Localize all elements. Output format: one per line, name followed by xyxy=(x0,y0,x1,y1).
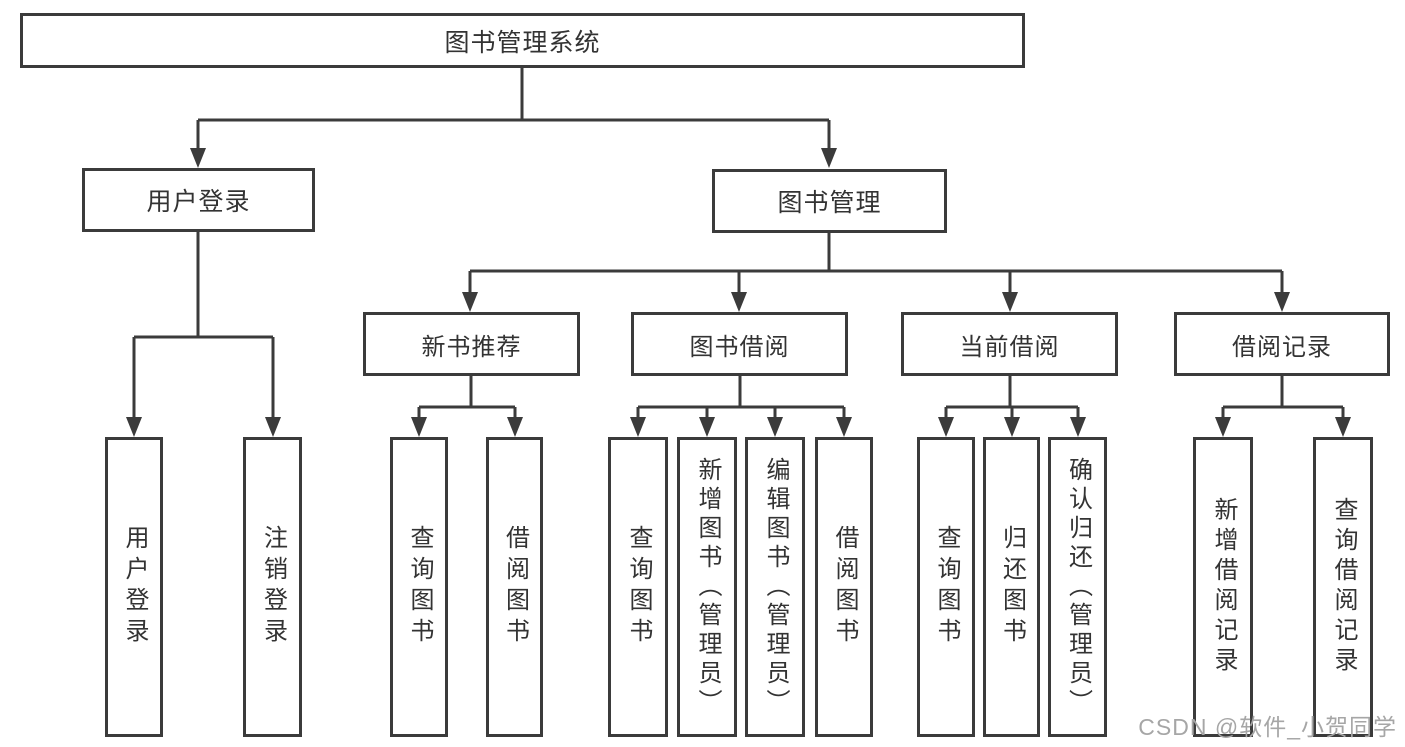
leaf-query-borrow-record: 查询借阅记录 xyxy=(1313,437,1373,737)
csdn-watermark: CSDN @软件_小贺同学 xyxy=(1138,714,1397,740)
leaf-confirm-return-admin: 确认归还（管理员） xyxy=(1048,437,1107,737)
leaf-borrow-books-recommend: 借阅图书 xyxy=(486,437,543,737)
node-book-management: 图书管理 xyxy=(712,169,947,233)
leaf-query-books-recommend: 查询图书 xyxy=(390,437,448,737)
leaf-return-books: 归还图书 xyxy=(983,437,1040,737)
leaf-borrow-books-borrowing: 借阅图书 xyxy=(815,437,873,737)
leaf-add-borrow-record: 新增借阅记录 xyxy=(1193,437,1253,737)
node-current-borrowing: 当前借阅 xyxy=(901,312,1118,376)
node-book-borrowing: 图书借阅 xyxy=(631,312,848,376)
leaf-add-books-admin: 新增图书（管理员） xyxy=(677,437,737,737)
leaf-user-login: 用户登录 xyxy=(105,437,163,737)
node-library-management-system: 图书管理系统 xyxy=(20,13,1025,68)
node-user-login: 用户登录 xyxy=(82,168,315,232)
leaf-query-books-current: 查询图书 xyxy=(917,437,975,737)
leaf-edit-books-admin: 编辑图书（管理员） xyxy=(745,437,805,737)
leaf-logout: 注销登录 xyxy=(243,437,302,737)
node-borrowing-records: 借阅记录 xyxy=(1174,312,1390,376)
node-new-book-recommend: 新书推荐 xyxy=(363,312,580,376)
leaf-query-books-borrowing: 查询图书 xyxy=(608,437,668,737)
